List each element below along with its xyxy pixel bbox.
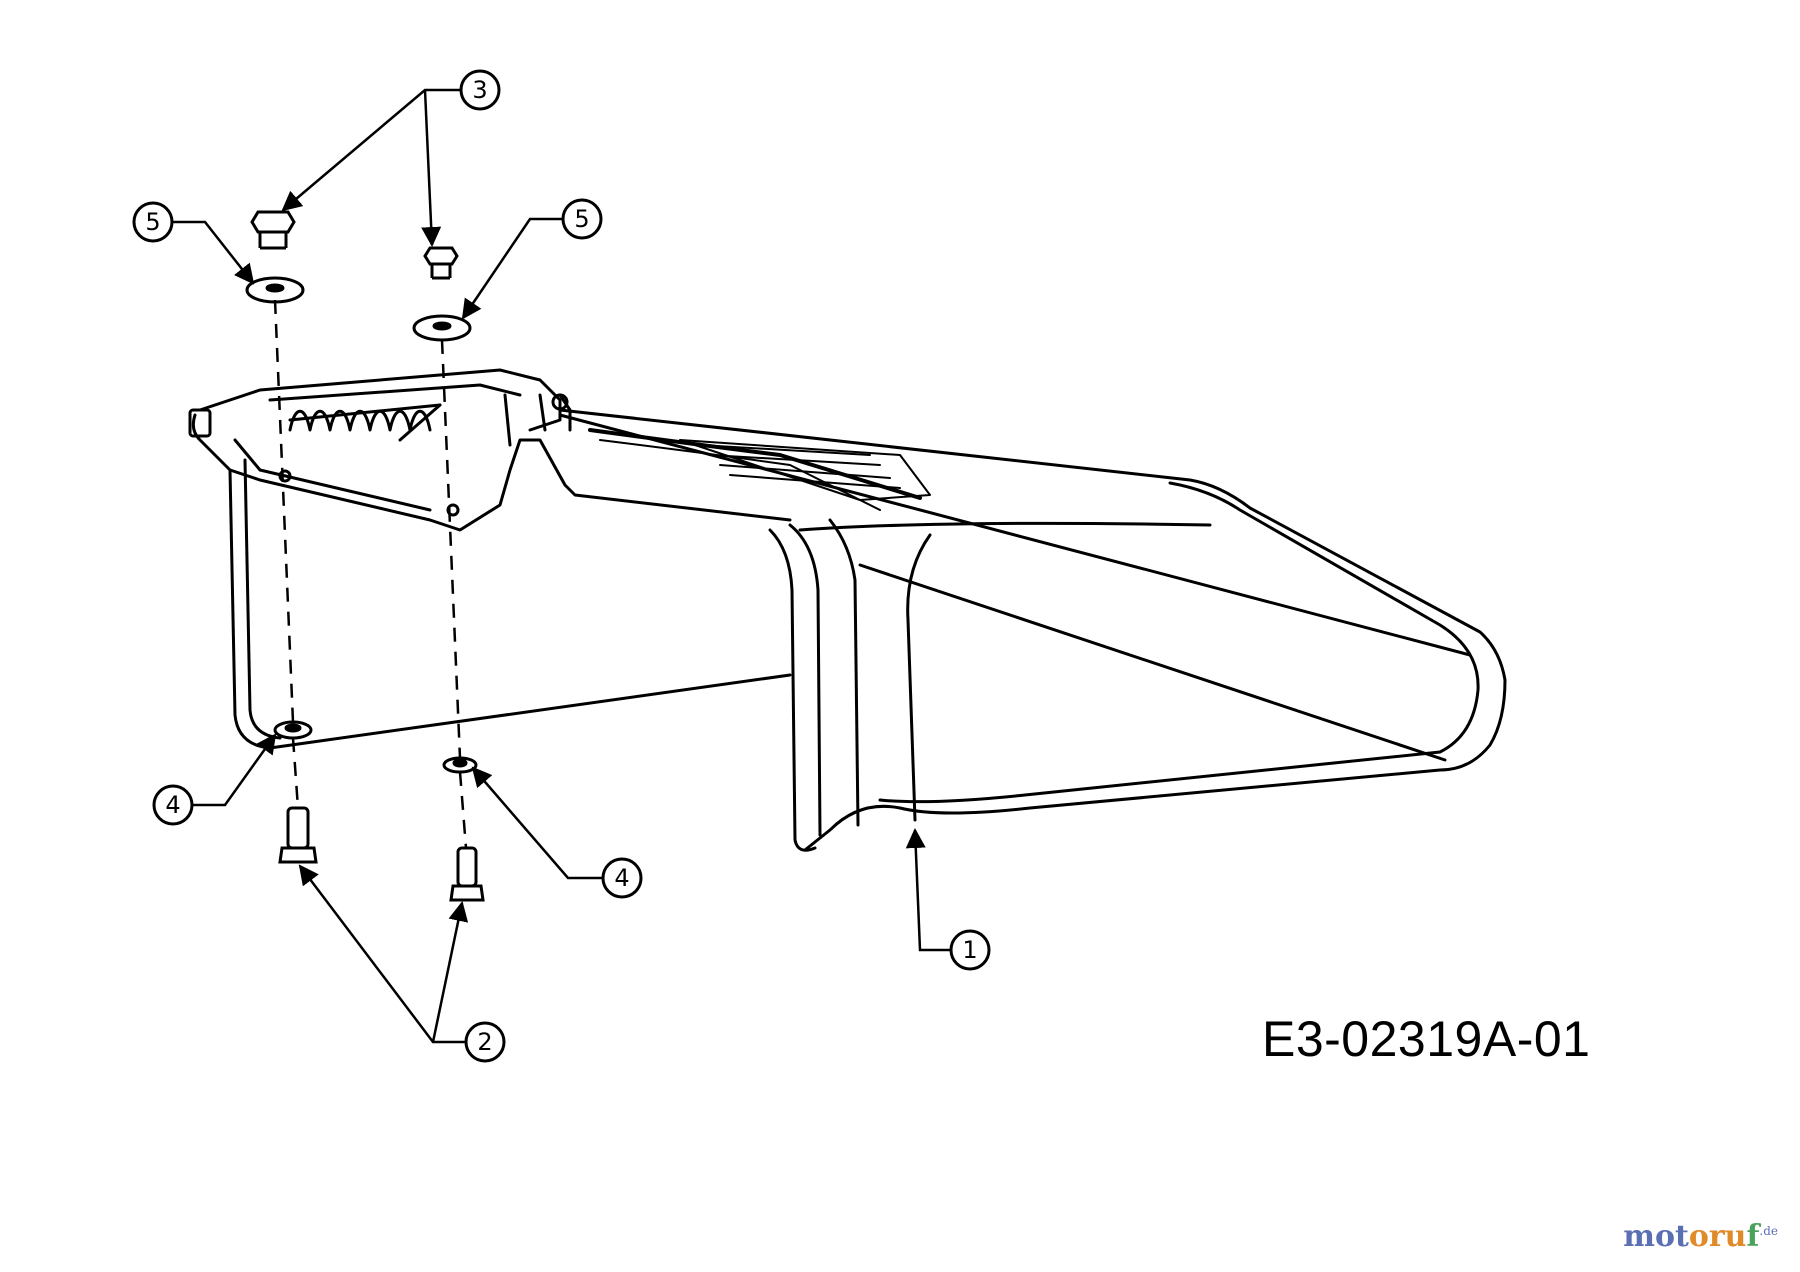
washer-left-top xyxy=(245,276,305,304)
callout-3: 3 xyxy=(459,69,501,111)
callout-4a: 4 xyxy=(152,784,194,826)
svg-text:5: 5 xyxy=(145,208,160,236)
callout-4b: 4 xyxy=(601,857,643,899)
hinge-bracket xyxy=(188,368,792,532)
spring-coil xyxy=(288,403,442,442)
bolt-right xyxy=(449,846,485,902)
callout-2: 2 xyxy=(464,1021,506,1063)
svg-text:3: 3 xyxy=(472,76,487,104)
callout-5b: 5 xyxy=(561,198,603,240)
svg-text:4: 4 xyxy=(614,864,629,892)
leader-lines xyxy=(172,88,950,1044)
hex-nut-right xyxy=(423,246,459,280)
grass-chute xyxy=(228,408,1507,852)
svg-text:1: 1 xyxy=(962,936,977,964)
callout-1: 1 xyxy=(949,929,991,971)
washer-right-bottom xyxy=(442,756,478,774)
drawing-code: E3-02319A-01 xyxy=(1262,1011,1591,1067)
watermark-logo: motoruf.de xyxy=(1623,1219,1778,1254)
washer-right-top xyxy=(412,314,472,342)
svg-text:4: 4 xyxy=(165,791,180,819)
callout-5a: 5 xyxy=(132,201,174,243)
assembly-lines xyxy=(273,299,468,849)
bolt-left xyxy=(278,806,318,864)
washer-left-bottom xyxy=(273,720,313,740)
svg-text:5: 5 xyxy=(574,205,589,233)
svg-text:2: 2 xyxy=(477,1028,492,1056)
hex-nut-left xyxy=(250,210,296,250)
